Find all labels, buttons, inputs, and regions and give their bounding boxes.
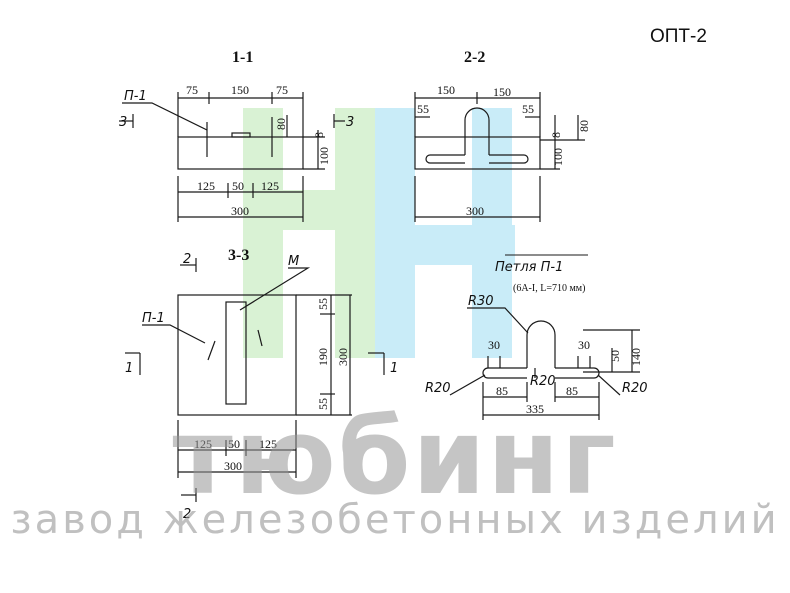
- loop-d85-right: 85: [566, 384, 578, 398]
- dim-150: 150: [231, 83, 249, 97]
- logo-bar-blue-left: [375, 108, 415, 358]
- loop-spec: (6А-I, L=710 мм): [513, 283, 585, 294]
- section-1-1: [119, 92, 345, 222]
- dim-55-bottom: 55: [316, 398, 330, 410]
- brand-watermark: тюбинг: [172, 396, 618, 518]
- cut-3-right: 3: [346, 115, 354, 130]
- dim-80-s22: 80: [577, 120, 591, 132]
- dim-125-left: 125: [197, 179, 215, 193]
- cut-2-bottom: 2: [183, 507, 191, 522]
- cut-1-left: 1: [125, 361, 133, 376]
- cut-2-top: 2: [183, 252, 191, 267]
- dim-80: 80: [274, 118, 288, 130]
- cut-1-right: 1: [390, 361, 398, 376]
- section-3-3-plate: [225, 301, 247, 405]
- dim-55-left: 55: [417, 102, 429, 116]
- loop-r20-left: R20: [425, 381, 451, 396]
- mark-p1-s11: П-1: [124, 89, 147, 104]
- dim-8-s22: 8: [549, 132, 563, 138]
- tagline-watermark: завод железобетонных изделий: [10, 497, 780, 543]
- loop-p1-detail: [449, 254, 640, 420]
- loop-d335: 335: [526, 402, 544, 416]
- drawing-code: ОПТ-2: [650, 26, 707, 47]
- loop-foot-right: [555, 367, 600, 379]
- dim-125-left-s33: 125: [194, 437, 212, 451]
- dim-125-right: 125: [261, 179, 279, 193]
- loop-foot-left: [482, 367, 527, 379]
- dim-300-v: 300: [336, 348, 350, 366]
- logo-bar-green-left: [243, 108, 283, 358]
- dim-75-left: 75: [186, 83, 198, 97]
- loop-r30: R30: [468, 294, 494, 309]
- section-2-2-outline: [414, 136, 541, 170]
- section-1-1-plate: [231, 132, 251, 138]
- section-1-1-outline: [177, 136, 304, 170]
- loop-d85-left: 85: [496, 384, 508, 398]
- section-2-2-loop-foot-right: [489, 154, 529, 164]
- loop-title: Петля П-1: [495, 260, 563, 275]
- section-1-1-title: 1-1: [232, 49, 253, 66]
- mark-m: М: [288, 254, 299, 269]
- loop-d30-left: 30: [488, 338, 500, 352]
- loop-body: [526, 320, 556, 368]
- labels: 1-1 2-2 3-3 П-1 3 3 75 150 75 80 8 100 1…: [119, 49, 648, 522]
- section-3-3-outline: [177, 294, 297, 416]
- dim-300-s33: 300: [224, 459, 242, 473]
- dim-8: 8: [312, 132, 326, 138]
- logo-bar-blue-right: [472, 108, 512, 358]
- dim-150-right: 150: [493, 85, 511, 99]
- section-2-2-loop-foot-left: [425, 154, 465, 164]
- dim-300-s22: 300: [466, 204, 484, 218]
- loop-r20-right: R20: [622, 381, 648, 396]
- loop-r20-mid: R20: [530, 374, 556, 389]
- loop-d140: 140: [629, 348, 643, 366]
- dim-55-top: 55: [316, 298, 330, 310]
- section-3-3-title: 3-3: [228, 247, 249, 264]
- section-2-2-loop: [464, 107, 490, 155]
- dim-190: 190: [316, 348, 330, 366]
- dim-75-right: 75: [276, 83, 288, 97]
- dim-100-s22: 100: [551, 148, 565, 166]
- dim-50-s33: 50: [228, 437, 240, 451]
- section-3-3: [125, 258, 385, 502]
- dim-55-right: 55: [522, 102, 534, 116]
- dim-300: 300: [231, 204, 249, 218]
- section-2-2-title: 2-2: [464, 49, 485, 66]
- logo-bar-green-right: [335, 108, 375, 358]
- dim-125-right-s33: 125: [259, 437, 277, 451]
- dim-100: 100: [317, 147, 331, 165]
- cut-3-left: 3: [119, 115, 127, 130]
- section-2-2: [414, 92, 585, 222]
- loop-d50: 50: [608, 350, 622, 362]
- mark-p1-s33: П-1: [142, 311, 165, 326]
- dim-50: 50: [232, 179, 244, 193]
- logo-watermark: [243, 108, 515, 358]
- loop-d30-right: 30: [578, 338, 590, 352]
- dim-150-left: 150: [437, 83, 455, 97]
